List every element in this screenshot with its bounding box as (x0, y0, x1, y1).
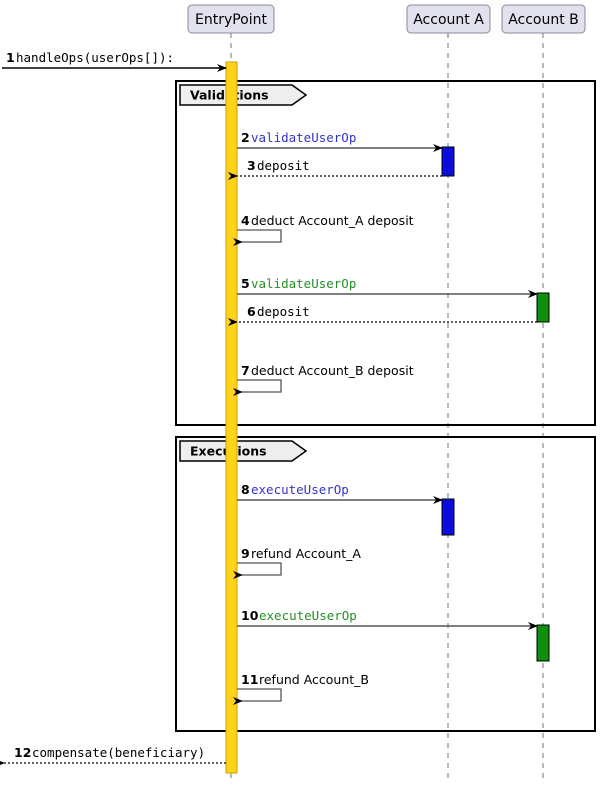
participant-account_b[interactable]: Account B (501, 4, 586, 34)
participant-label-account_a: Account A (413, 12, 484, 28)
message-text-3: deposit (257, 158, 310, 173)
fragments-layer: ValidationsExecutions (175, 80, 596, 732)
message-seq-12: 12 (14, 745, 31, 760)
message-seq-9: 9 (241, 546, 250, 561)
message-line-9 (233, 562, 282, 579)
participant-box-entrypoint[interactable] (187, 4, 275, 34)
fragment-tab-validations (179, 84, 308, 106)
lifelines-layer (230, 33, 544, 783)
fragment-tab-executions (179, 440, 308, 462)
message-seq-3: 3 (247, 158, 256, 173)
participant-box-account_b[interactable] (501, 4, 586, 34)
account-b-validate-activation (536, 292, 550, 323)
message-text-12: compensate(beneficiary) (32, 745, 205, 760)
message-seq-5: 5 (241, 276, 250, 291)
message-seq-11: 11 (241, 672, 258, 687)
message-seq-2: 2 (241, 130, 250, 145)
message-seq-8: 8 (241, 482, 250, 497)
message-seq-10: 10 (241, 608, 259, 623)
fragment-box-validations (175, 80, 596, 426)
participant-label-entrypoint: EntryPoint (195, 12, 268, 28)
message-seq-7: 7 (241, 363, 250, 378)
message-text-7: deduct Account_B deposit (251, 363, 414, 378)
message-seq-1: 1 (6, 50, 15, 65)
account-a-execute-activation (441, 498, 455, 536)
message-line-11 (233, 688, 282, 705)
message-text-9: refund Account_A (251, 546, 361, 561)
message-seq-4: 4 (241, 213, 250, 228)
message-text-2: validateUserOp (251, 130, 356, 145)
participant-entrypoint[interactable]: EntryPoint (187, 4, 275, 34)
participant-box-account_a[interactable] (406, 4, 491, 34)
message-text-11: refund Account_B (259, 672, 369, 687)
message-text-5: validateUserOp (251, 276, 356, 291)
fragment-box-executions (175, 436, 596, 732)
activations-layer (225, 61, 550, 774)
entrypoint-activation (225, 61, 238, 774)
account-b-execute-activation (536, 624, 550, 662)
message-seq-6: 6 (247, 304, 256, 319)
message-text-10: executeUserOp (259, 608, 357, 623)
message-text-4: deduct Account_A deposit (251, 213, 414, 228)
participant-label-account_b: Account B (508, 12, 579, 28)
message-line-7 (233, 379, 282, 396)
message-text-6: deposit (257, 304, 310, 319)
participants-layer: EntryPoint Account A Account B (187, 4, 586, 34)
account-a-validate-activation (441, 146, 455, 177)
participant-account_a[interactable]: Account A (406, 4, 491, 34)
message-text-1: handleOps(userOps[]): (16, 50, 174, 65)
message-text-8: executeUserOp (251, 482, 349, 497)
message-line-4 (233, 229, 282, 246)
